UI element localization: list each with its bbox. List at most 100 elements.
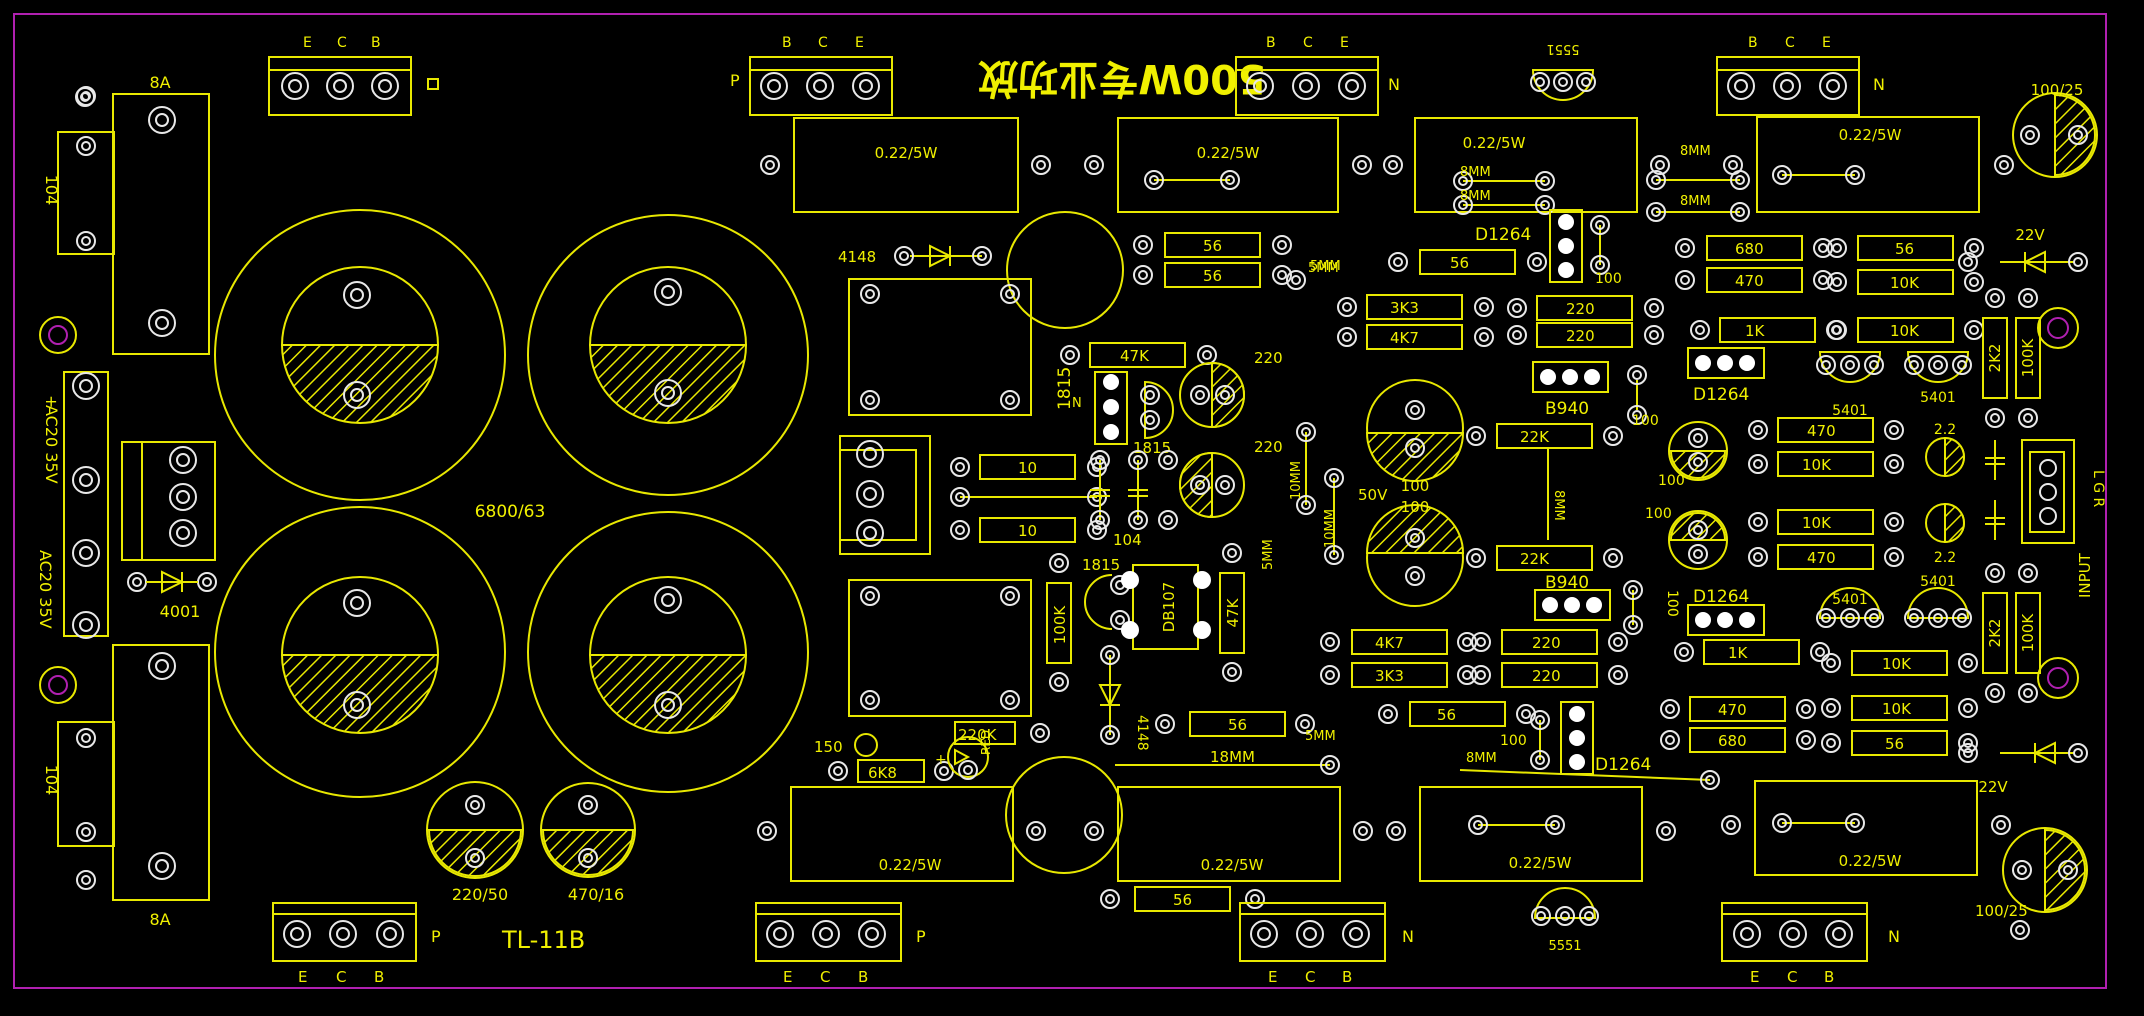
connector-ecb-bottom-2	[755, 902, 902, 962]
res-680-bottom	[1660, 727, 1816, 753]
ac-input-terminal	[39, 316, 109, 704]
res-220k	[954, 721, 1050, 745]
label-10k-rtb: 10K	[1890, 322, 1920, 340]
res-22k-top	[1466, 423, 1623, 449]
transistor-b940-top	[1532, 361, 1609, 393]
res-1k-top	[1690, 317, 1846, 343]
label-56-tb: 56	[1203, 267, 1222, 285]
label-680-top: 680	[1735, 240, 1764, 258]
label-56-c: 56	[1450, 254, 1469, 272]
label-22k-top: 22K	[1520, 428, 1550, 446]
terminal-block-mid	[839, 435, 931, 555]
res-56-mid	[1155, 711, 1315, 737]
res-022-top-1	[760, 117, 1051, 213]
input-connector-lgr[interactable]	[2021, 439, 2075, 544]
label-220k: 220K	[958, 726, 998, 744]
label-b-b2: B	[858, 968, 868, 986]
res-220-bottom-b	[1471, 662, 1628, 688]
res-56-right-top	[1827, 235, 1984, 261]
label-ac-bottom: AC20 35V	[36, 550, 55, 629]
label-n-b4: N	[1888, 927, 1900, 946]
res-2k2-bottom	[1982, 563, 2008, 703]
label-100-rb: 100	[1645, 506, 1672, 522]
transistor-1815-a	[1094, 371, 1174, 445]
res-022-bottom-1	[757, 786, 1046, 882]
label-4k7-bottom: 4K7	[1375, 634, 1404, 652]
res-10-a	[950, 454, 1107, 480]
label-104-center: 104	[1113, 531, 1142, 549]
label-b-b3: B	[1342, 968, 1352, 986]
cap-104-bottom	[57, 721, 115, 847]
diode-4148-bottom	[1098, 645, 1122, 745]
zener-22v-bottom	[1958, 741, 2088, 765]
fuse-bottom	[76, 644, 210, 901]
label-p-bl: P	[431, 927, 441, 946]
label-db107: DB107	[1160, 582, 1178, 632]
cap-220-b	[1179, 451, 1245, 519]
label-d1264-rb: D1264	[1693, 587, 1749, 607]
transistor-d1264-right-bottom	[1687, 604, 1765, 636]
label-56-rb: 56	[1885, 735, 1904, 753]
led-red	[947, 736, 989, 780]
cap-6800-top-right	[527, 214, 809, 496]
mount-hole-right-bottom	[2037, 657, 2079, 699]
label-6k8: 6K8	[868, 764, 897, 782]
res-022-top-3	[1383, 117, 1670, 213]
label-470-bottom: 470	[1718, 701, 1747, 719]
res-220-top-a	[1507, 295, 1664, 321]
label-100-25-top: 100/25	[2031, 81, 2084, 99]
jumper-10mm	[1296, 422, 1344, 565]
cap-2-2-b	[1925, 502, 1965, 544]
label-ac-plus: +	[42, 395, 61, 408]
label-022-top-3: 0.22/5W	[1463, 134, 1526, 152]
label-56-mid: 56	[1228, 716, 1247, 734]
label-2k2-top: 2K2	[1986, 344, 2004, 373]
heatsink-mount-top	[1006, 211, 1124, 329]
res-10k-rb-a	[1821, 650, 1978, 676]
label-3k3-top: 3K3	[1390, 299, 1419, 317]
label-8mm-v: 8MM	[1551, 490, 1566, 521]
label-022-top-4: 0.22/5W	[1839, 126, 1902, 144]
label-led-plus: +	[935, 752, 947, 768]
res-47k-v	[1219, 543, 1245, 682]
cap-100-center-b	[1365, 504, 1465, 607]
res-022-bottom-3	[1386, 786, 1676, 882]
res-680-top	[1675, 235, 1833, 261]
label-56-ta: 56	[1203, 237, 1222, 255]
label-5mm-b: 5MM	[1305, 729, 1336, 744]
res-220-bottom-a	[1471, 629, 1628, 655]
transistor-5551-bottom	[1531, 887, 1599, 926]
label-red: RED	[979, 730, 993, 755]
label-5mm-mid: 5MM	[1261, 539, 1276, 570]
connector-ecb-top-2	[749, 56, 893, 116]
label-c-t2: C	[818, 35, 828, 51]
power-terminal-block	[121, 441, 216, 561]
label-022-bottom-1: 0.22/5W	[879, 856, 942, 874]
label-n-t3: N	[1388, 75, 1400, 94]
label-e-t2: E	[855, 35, 864, 51]
connector-ecb-top-left	[268, 56, 439, 116]
cap-100-right-b	[1668, 510, 1728, 570]
label-p-b2: P	[916, 927, 926, 946]
label-c-b3: C	[1305, 968, 1315, 986]
label-022-top-1: 0.22/5W	[875, 144, 938, 162]
board-title: 500W专业功放	[978, 55, 1266, 101]
label-10k-rbb: 10K	[1882, 700, 1912, 718]
bridge-db107	[1121, 564, 1211, 650]
label-d1264-rt: D1264	[1693, 385, 1749, 405]
label-100-25-bottom: 100/25	[1975, 902, 2028, 920]
label-c-tl: C	[337, 35, 347, 51]
res-470-bottom	[1660, 696, 1816, 722]
label-150: 150	[814, 738, 843, 756]
label-5401-c: 5401	[1832, 592, 1868, 608]
label-470-mb: 470	[1807, 549, 1836, 567]
res-56-right-bottom	[1821, 730, 1978, 756]
diode-4001	[127, 570, 217, 594]
fuse-top	[76, 86, 210, 355]
label-470-16: 470/16	[568, 885, 624, 904]
transistor-d1264-top	[1549, 209, 1610, 283]
label-10k-mb: 10K	[1802, 514, 1832, 532]
label-5mm-c: 5MM	[1308, 261, 1339, 276]
connector-ecb-bottom-3	[1239, 902, 1386, 962]
board-model: TL-11B	[501, 926, 585, 954]
